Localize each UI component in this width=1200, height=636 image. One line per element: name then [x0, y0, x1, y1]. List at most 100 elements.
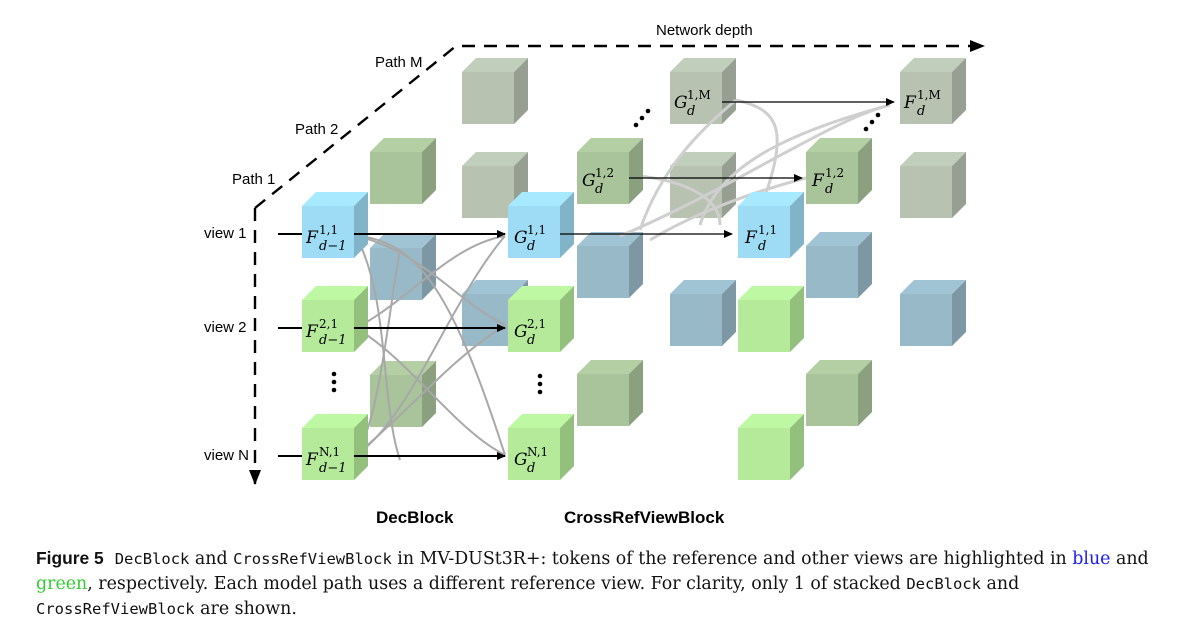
cube-top-face	[577, 232, 643, 246]
cube-front-face	[302, 300, 354, 352]
cube-top-face	[508, 286, 574, 300]
cube-top-face	[806, 360, 872, 374]
token-superscript: 1,1	[319, 223, 338, 237]
caption-crossrefviewblock: CrossRefViewBlock	[233, 550, 392, 568]
caption-text: and	[981, 574, 1020, 594]
token-subscript: d	[527, 461, 535, 476]
cube-top-face	[900, 152, 966, 166]
cube-side-face	[790, 286, 804, 352]
cube-front-face	[577, 246, 629, 298]
cube	[670, 280, 736, 346]
cube-top-face	[670, 152, 736, 166]
view-1-label: view 1	[204, 225, 247, 242]
cube	[370, 361, 436, 427]
token-subscript: d−1	[319, 239, 347, 254]
cube	[806, 232, 872, 298]
token-cube-f-21	[302, 286, 368, 352]
cube	[738, 286, 804, 352]
token-cubes	[302, 138, 872, 480]
token-superscript: 1,2	[595, 166, 614, 180]
caption-text: are shown.	[194, 599, 297, 619]
cube-top-face	[806, 232, 872, 246]
cube-top-face	[508, 192, 574, 206]
token-subscript: d	[917, 104, 925, 119]
cube-front-face	[738, 206, 790, 258]
cube-top-face	[370, 234, 436, 248]
token-subscript: d	[527, 239, 535, 254]
cube-front-face	[462, 72, 514, 124]
figure-label: Figure 5	[36, 548, 104, 568]
cube-side-face	[722, 280, 736, 346]
token-superscript: 2,1	[527, 317, 546, 331]
cube-top-face	[577, 138, 643, 152]
cube-front-face	[508, 300, 560, 352]
cube	[738, 414, 804, 480]
cube-top-face	[670, 280, 736, 294]
cube-side-face	[354, 414, 368, 480]
token-base: F	[305, 322, 319, 342]
cube-front-face	[577, 374, 629, 426]
cube-side-face	[560, 414, 574, 480]
decblock-label: DecBlock	[376, 508, 454, 527]
token-cube-f-n1	[302, 414, 368, 480]
view-2-label: view 2	[204, 319, 247, 336]
ellipsis-dots	[331, 108, 881, 395]
token-cube-g-n1	[508, 414, 574, 480]
cube-top-face	[302, 414, 368, 428]
cube-front-face	[302, 206, 354, 258]
token-base: F	[744, 228, 758, 248]
cube-side-face	[560, 192, 574, 258]
path-coupling-curves	[619, 98, 891, 242]
cube-top-face	[577, 360, 643, 374]
caption-crossrefviewblock: CrossRefViewBlock	[36, 600, 195, 618]
cube	[900, 280, 966, 346]
token-superscript: N,1	[319, 445, 340, 459]
cube-front-face	[370, 152, 422, 204]
token-cube-f-11	[302, 192, 368, 258]
cube-front-face	[900, 294, 952, 346]
cube	[577, 360, 643, 426]
token-cube-g-11	[508, 192, 574, 258]
cube-front-face	[900, 166, 952, 218]
caption-green-word: green	[36, 574, 88, 594]
token-cube-f-out-12	[806, 138, 872, 204]
token-base: G	[674, 93, 688, 113]
background-cubes	[370, 58, 966, 480]
cube-front-face	[738, 300, 790, 352]
token-superscript: 1,M	[687, 88, 711, 102]
cube-top-face	[370, 138, 436, 152]
cube-top-face	[508, 414, 574, 428]
figure-caption: Figure 5 DecBlock and CrossRefViewBlock …	[36, 546, 1166, 622]
token-cube-g-21	[508, 286, 574, 352]
cube-top-face	[370, 361, 436, 375]
cube	[577, 232, 643, 298]
cube-top-face	[900, 280, 966, 294]
cube-front-face	[738, 428, 790, 480]
view-n-label: view N	[204, 447, 249, 464]
token-superscript: N,1	[527, 445, 548, 459]
token-subscript: d	[527, 333, 535, 348]
cube-front-face	[577, 152, 629, 204]
cube	[900, 152, 966, 218]
cube	[462, 58, 528, 124]
cube-side-face	[952, 280, 966, 346]
cube-top-face	[738, 286, 804, 300]
cube-side-face	[629, 232, 643, 298]
cube-top-face	[900, 58, 966, 72]
caption-decblock: DecBlock	[114, 550, 190, 568]
token-subscript: d	[687, 104, 695, 119]
cube-top-face	[302, 192, 368, 206]
cross-attention-curves	[355, 235, 506, 461]
multi-view-path-diagram: Network depth Path M Path 2 Path 1 view …	[204, 22, 985, 527]
token-superscript: 1,M	[917, 88, 941, 102]
cube-front-face	[806, 374, 858, 426]
cube	[370, 138, 436, 204]
cube-front-face	[508, 206, 560, 258]
token-base: F	[811, 171, 825, 191]
token-subscript: d−1	[319, 461, 347, 476]
cube	[806, 360, 872, 426]
